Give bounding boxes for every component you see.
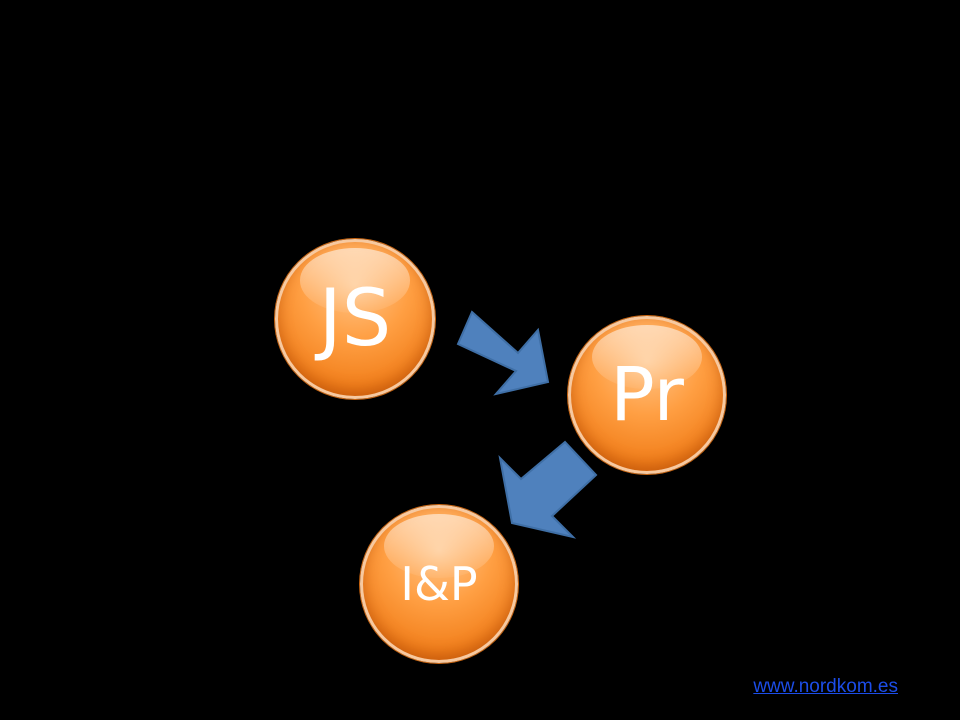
node-js-label: JS bbox=[318, 274, 392, 364]
arrow-pr-to-ip bbox=[498, 440, 598, 539]
arrow-js-to-pr bbox=[456, 310, 550, 396]
node-pr: Pr bbox=[568, 316, 726, 474]
footer-website-link[interactable]: www.nordkom.es bbox=[753, 676, 898, 697]
node-pr-label: Pr bbox=[610, 352, 684, 438]
node-ip: I&P bbox=[360, 505, 518, 663]
node-ip-label: I&P bbox=[400, 557, 478, 611]
node-js: JS bbox=[275, 239, 435, 399]
